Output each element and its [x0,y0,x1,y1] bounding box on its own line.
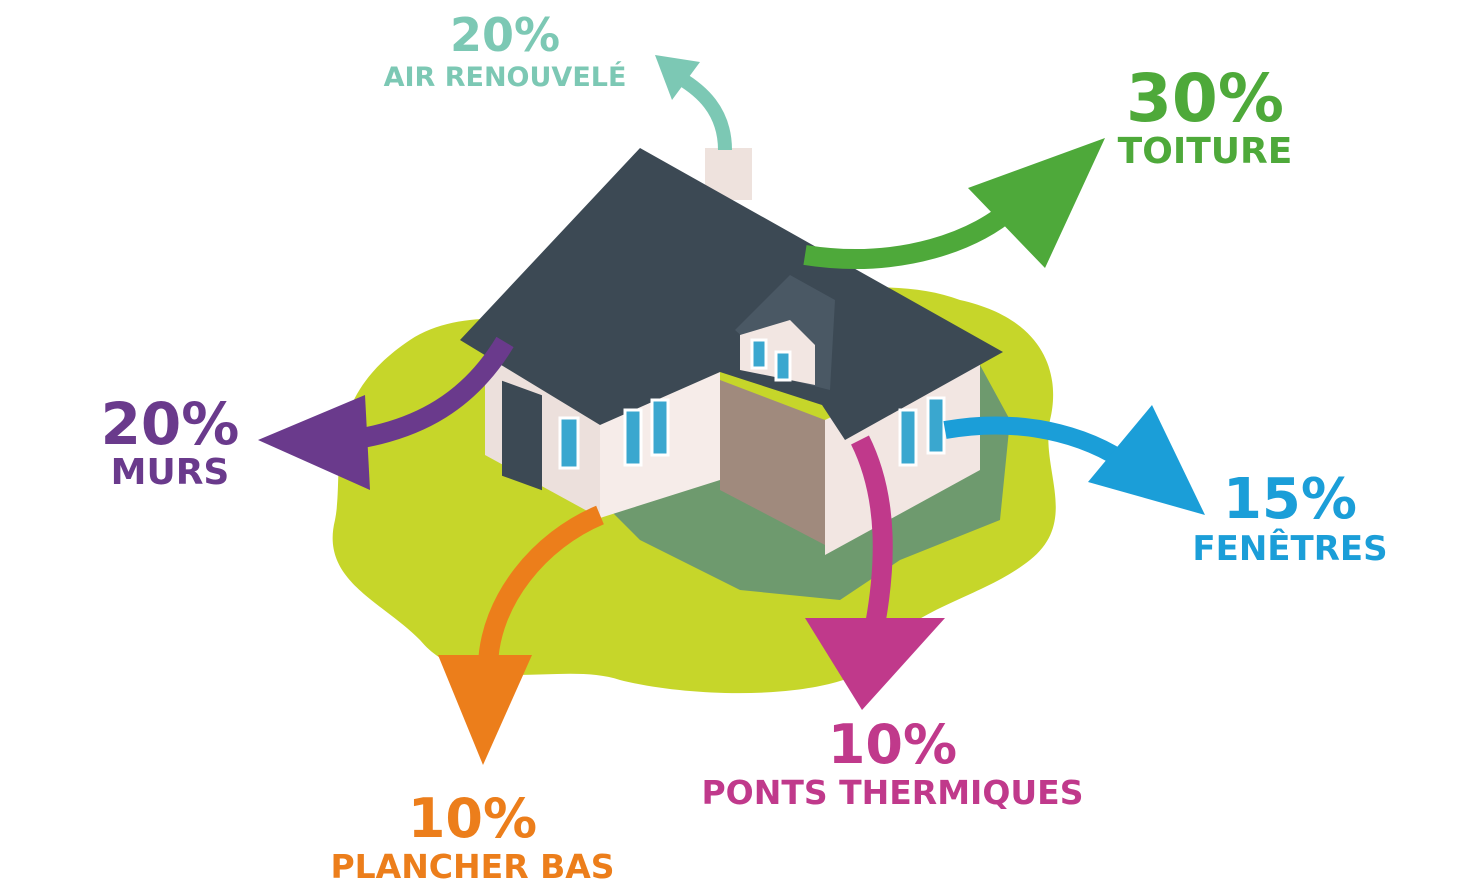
percent-roof: 30% [1126,60,1284,137]
arrow-bridges [805,435,945,710]
percent-air: 20% [449,8,561,62]
caption-windows: FENÊTRES [1192,529,1388,569]
label-windows: 15% FENÊTRES [1185,467,1395,569]
caption-air: AIR RENOUVELÉ [383,62,627,93]
arrow-air [655,55,732,151]
arrow-floor [438,505,605,765]
arrow-windows [943,405,1205,515]
door [502,380,542,491]
label-floor: 10% PLANCHER BAS [325,787,620,886]
window [898,408,918,467]
window [558,416,580,470]
caption-floor: PLANCHER BAS [330,847,615,886]
caption-roof: TOITURE [1117,131,1293,172]
window [650,398,670,457]
label-walls: 20% MURS [95,395,245,491]
percent-floor: 10% [407,787,538,850]
arrow-roof [803,138,1105,269]
window [774,350,792,382]
garage-door [720,380,825,545]
label-air: 20% AIR RENOUVELÉ [375,12,635,91]
percent-bridges: 10% [827,713,958,776]
window [623,408,643,467]
caption-walls: MURS [110,452,230,493]
roof [460,148,1003,440]
window [926,396,946,455]
label-roof: 30% TOITURE [1115,66,1295,170]
windows [558,338,946,470]
arrow-walls [258,336,514,490]
percent-walls: 20% [100,390,240,458]
percent-windows: 15% [1222,467,1358,532]
label-bridges: 10% PONTS THERMIQUES [700,713,1085,812]
caption-bridges: PONTS THERMIQUES [701,773,1084,812]
window [750,338,768,370]
